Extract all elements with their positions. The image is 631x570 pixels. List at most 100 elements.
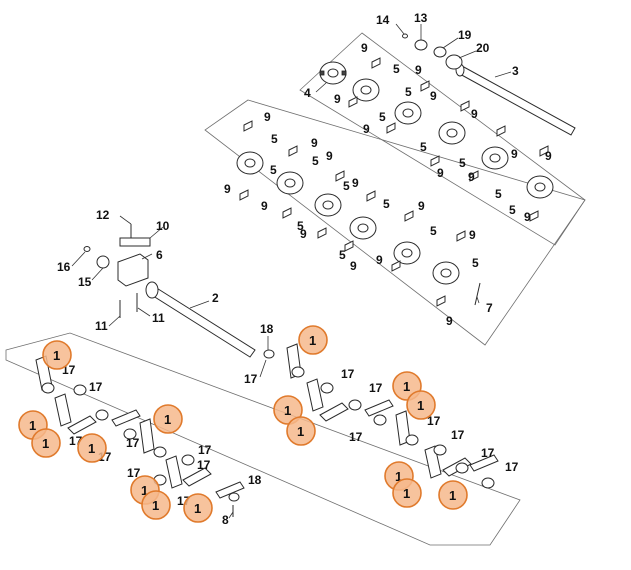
label-11b: 11 [152,311,165,325]
spacer [433,444,447,456]
label-9: 9 [430,89,437,103]
label-17: 17 [126,436,140,450]
label-9: 9 [511,147,518,161]
label-5: 5 [297,219,304,233]
label-19: 19 [458,28,472,42]
svg-text:1: 1 [53,348,60,363]
label-6: 6 [156,248,163,262]
label-9: 9 [334,92,341,106]
part-7 [474,282,481,306]
label-5: 5 [383,197,390,211]
label-5: 5 [339,248,346,262]
label-9: 9 [469,228,476,242]
spacer [455,462,469,474]
label-8: 8 [222,513,229,527]
svg-text:1: 1 [403,486,410,501]
spacer [41,382,55,394]
svg-text:1: 1 [164,412,171,427]
svg-text:1: 1 [297,424,304,439]
svg-text:1: 1 [417,398,424,413]
label-9: 9 [326,149,333,163]
callout-part-1: 1 [153,404,183,434]
label-9: 9 [415,63,422,77]
knife [67,415,97,435]
part-18-washer [263,349,275,359]
callout-part-1: 1 [438,480,468,510]
rotor-hub [276,171,304,195]
knife [139,418,155,454]
label-5: 5 [379,110,386,124]
label-16: 16 [57,260,71,274]
spacer [153,446,167,458]
spacer [95,409,109,421]
part-14 [402,33,408,39]
label-3: 3 [512,64,519,78]
label-5: 5 [459,156,466,170]
rotor-hub [481,146,509,170]
label-9: 9 [311,136,318,150]
knife [182,467,212,487]
label-5: 5 [343,179,350,193]
label-9: 9 [363,122,370,136]
rotor-hub [314,193,342,217]
label-9: 9 [446,314,453,328]
label-9: 9 [524,210,531,224]
svg-text:1: 1 [141,483,148,498]
rotor-hub [349,216,377,240]
label-7: 7 [486,301,493,315]
spacer [373,414,387,426]
label-9: 9 [261,199,268,213]
part-20 [445,54,463,70]
knife [165,455,183,489]
label-2: 2 [212,291,219,305]
label-10: 10 [156,219,170,233]
rotor-hub [236,151,264,175]
knife [215,481,245,499]
label-15: 15 [78,275,92,289]
label-17: 17 [427,414,441,428]
svg-text:1: 1 [395,469,402,484]
label-4: 4 [304,86,311,100]
part-6 [117,253,149,287]
spacer [181,454,195,466]
knives-and-spacers [35,343,499,517]
knife [111,409,141,427]
label-11a: 11 [95,319,108,333]
label-17: 17 [89,380,103,394]
label-5: 5 [472,256,479,270]
part-19 [433,46,447,58]
svg-text:1: 1 [42,436,49,451]
knife-plate [5,332,521,546]
clips [239,57,549,307]
callout-part-1: 1 [31,428,61,458]
svg-text:1: 1 [284,403,291,418]
clip [239,57,549,307]
label-17a: 17 [244,372,258,386]
spacer [405,434,419,446]
label-17: 17 [369,381,383,395]
label-9: 9 [468,170,475,184]
knife [306,378,324,412]
svg-text:1: 1 [152,498,159,513]
label-5: 5 [271,132,278,146]
label-17: 17 [451,428,465,442]
callout-part-1: 1 [298,325,328,355]
rotor-hub [526,175,554,199]
callout-part-1: 1 [141,490,171,520]
label-9: 9 [471,107,478,121]
rotor-hub [319,61,347,85]
middle-rotor-plate [204,99,586,346]
knife [424,445,442,479]
label-17: 17 [349,430,363,444]
callout-part-1: 1 [392,478,422,508]
knife [319,402,349,422]
label-5: 5 [420,140,427,154]
knife [469,454,499,472]
leader-lines [71,23,512,519]
label-14: 14 [376,13,390,27]
callout-part-1: 1 [42,340,72,370]
label-9: 9 [224,182,231,196]
label-17: 17 [341,367,355,381]
part-15 [96,255,110,269]
